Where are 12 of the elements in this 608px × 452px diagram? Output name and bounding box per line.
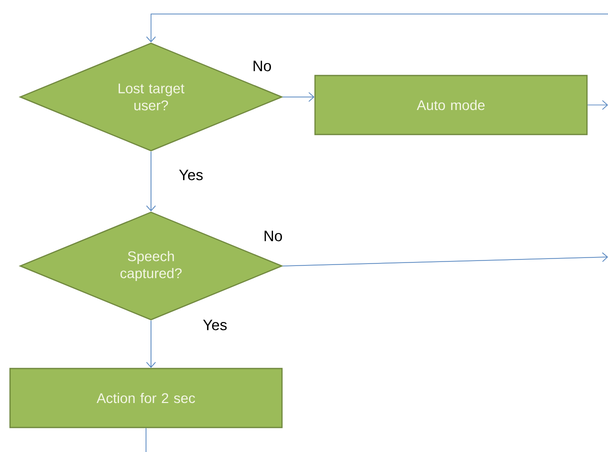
arrow xyxy=(146,151,156,212)
edge-label: Yes xyxy=(178,168,204,182)
arrow xyxy=(587,100,608,110)
process-box: Action for 2 sec xyxy=(9,368,283,428)
edge-label: No xyxy=(251,60,273,72)
arrow xyxy=(282,92,314,102)
process-box: Auto mode xyxy=(314,74,588,136)
arrow xyxy=(282,252,608,266)
arrow xyxy=(146,14,608,42)
edge-label: Yes xyxy=(202,318,228,332)
arrow xyxy=(146,320,156,368)
edge-label: No xyxy=(262,230,284,242)
